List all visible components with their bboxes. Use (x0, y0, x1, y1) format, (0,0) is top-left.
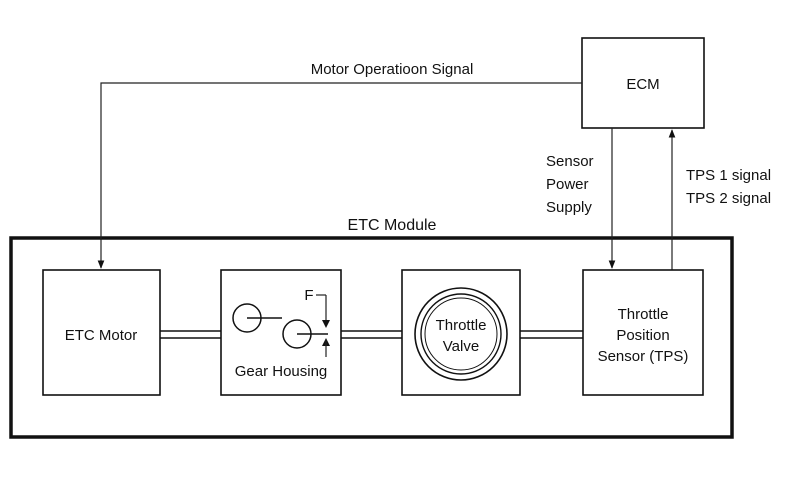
tps-label-line-1: Throttle (618, 306, 669, 323)
ecm-box (581, 37, 705, 129)
throttle-valve-label-line-2: Valve (443, 338, 479, 355)
tps-signal-label-line-1: TPS 1 signal (686, 167, 771, 184)
tps-label-line-2: Position (616, 327, 669, 344)
sensor-power-label-line-2: Power (546, 176, 589, 193)
throttle-valve-label-line-1: Throttle (436, 317, 487, 334)
etc-module-frame (9, 236, 734, 439)
gear-housing-label: Gear Housing (235, 363, 328, 380)
gear-housing-box (220, 269, 342, 396)
force-label: F (304, 287, 313, 304)
drive-shaft (160, 330, 583, 339)
motor-signal-label: Motor Operatioon Signal (311, 61, 474, 78)
etc-motor-box (42, 269, 161, 396)
sensor-power-label-line-1: Sensor (546, 153, 594, 170)
ecm-label: ECM (626, 76, 659, 93)
motor-signal-wire (97, 82, 582, 269)
tps-signal-label-line-2: TPS 2 signal (686, 190, 771, 207)
gear-icon (232, 303, 328, 349)
etc-module-label: ETC Module (348, 217, 437, 234)
force-gap-indicator (316, 294, 330, 357)
sensor-power-label-line-3: Supply (546, 199, 592, 216)
etc-motor-label: ETC Motor (65, 327, 138, 344)
tps-box (582, 269, 704, 396)
throttle-valve-icon (414, 287, 508, 381)
tps-label-line-3: Sensor (TPS) (598, 348, 689, 365)
